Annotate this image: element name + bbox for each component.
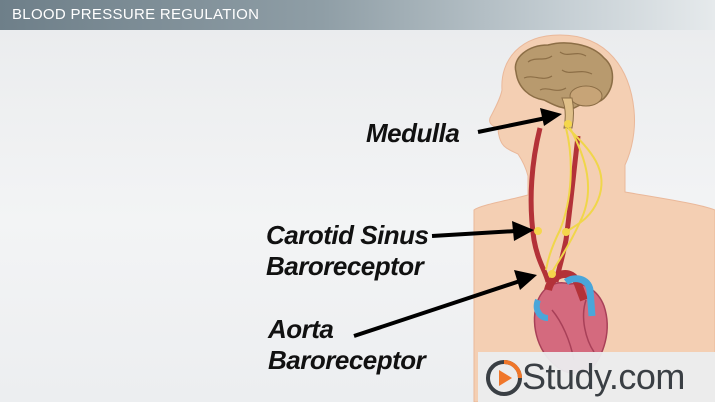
aorta-arch	[544, 270, 588, 302]
label-medulla: Medulla	[366, 118, 460, 149]
medulla-dot	[564, 120, 572, 128]
label-carotid-sinus: Carotid Sinus Baroreceptor	[266, 220, 429, 282]
cerebellum	[569, 85, 603, 107]
carotid-sinus-dot-left	[534, 227, 542, 235]
play-icon	[486, 360, 522, 396]
title-bar: BLOOD PRESSURE REGULATION	[0, 0, 715, 30]
label-aorta-line2: Baroreceptor	[268, 345, 426, 375]
arrow-aorta	[353, 270, 537, 338]
logo-text: Study.com	[522, 356, 685, 397]
carotid-sinus-dot-right	[562, 228, 570, 236]
page-title: BLOOD PRESSURE REGULATION	[12, 6, 260, 23]
arrow-medulla	[477, 108, 562, 134]
pulmonary-blue-vessel	[533, 298, 549, 321]
carotid-artery-left	[528, 127, 551, 283]
arrow-carotid	[431, 221, 534, 241]
label-carotid-line2: Baroreceptor	[266, 251, 424, 281]
label-medulla-text: Medulla	[366, 118, 460, 148]
study-logo[interactable]: Study.com	[478, 352, 715, 402]
label-carotid-line1: Carotid Sinus	[266, 220, 429, 250]
label-aorta: Aorta Baroreceptor	[268, 314, 426, 376]
nerve-3	[545, 127, 572, 271]
nerve-1	[565, 127, 603, 233]
aorta-blue-vessel	[563, 275, 596, 317]
brainstem	[561, 97, 574, 129]
aorta-dot	[548, 270, 556, 278]
nerve-2	[551, 127, 590, 273]
label-aorta-line1: Aorta	[268, 314, 334, 344]
